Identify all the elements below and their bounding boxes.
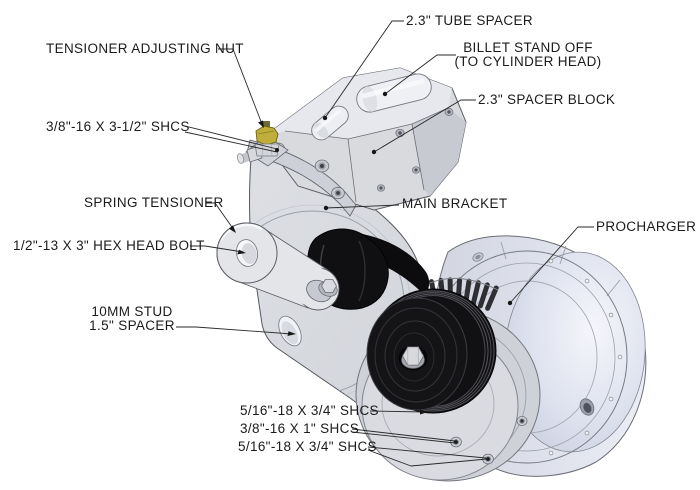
callout-main-bracket: MAIN BRACKET [402, 196, 508, 211]
callout-spacer-block: 2.3" SPACER BLOCK [478, 92, 616, 107]
leader-arrows [229, 120, 428, 415]
spring-tensioner-arm [216, 222, 340, 311]
callout-shcs-5-16-b: 5/16"-18 X 3/4" SHCS [238, 439, 377, 454]
callout-procharger: PROCHARGER [596, 219, 697, 234]
callout-shcs-3-8-16-x-3-1-2: 3/8"-16 X 3-1/2" SHCS [46, 119, 190, 134]
leader-shcs-long-a [184, 125, 278, 150]
pulley-nut [402, 346, 424, 366]
leader-hex-bolt [190, 245, 244, 253]
spacer-block [261, 67, 467, 211]
leader-shcs-b-1 [367, 446, 487, 459]
callout-shcs-3-8-16-x-1: 3/8"-16 X 1" SHCS [240, 421, 360, 436]
callout-shcs-5-16-a: 5/16"-18 X 3/4" SHCS [240, 403, 379, 418]
housing-hole [472, 252, 484, 262]
leader-stud-spacer [176, 326, 293, 335]
callout-billet-stand-off: BILLET STAND OFF (TO CYLINDER HEAD) [454, 40, 602, 69]
leader-lines [176, 20, 594, 467]
leader-shcs-long-b [184, 131, 278, 153]
callout-tube-spacer: 2.3" TUBE SPACER [406, 13, 533, 28]
idler-bolt [321, 279, 337, 293]
block-screws [377, 108, 454, 192]
leader-dots [275, 91, 513, 461]
leader-tube-spacer [324, 20, 404, 119]
housing-port [579, 398, 595, 416]
callout-spring-tensioner: SPRING TENSIONER [84, 195, 224, 210]
leader-shcs-a [369, 410, 425, 413]
leader-shcs-b-3 [410, 458, 488, 467]
arm-hole [235, 239, 259, 267]
leader-spacer-block [373, 99, 476, 153]
tube-spacer [311, 105, 349, 141]
leader-tensioner-nut [218, 48, 263, 125]
callout-stud-spacer: 10MM STUD 1.5" SPACER [89, 304, 175, 333]
billet-standoff [356, 73, 432, 113]
callout-tensioner-adjusting-nut: TENSIONER ADJUSTING NUT [46, 41, 244, 56]
callout-hex-head-bolt: 1/2"-13 X 3" HEX HEAD BOLT [13, 238, 205, 253]
drive-pulley [366, 288, 497, 414]
leader-shcs-38-1-b [351, 431, 456, 444]
leader-shcs-38-1-a [351, 428, 456, 442]
leader-main-bracket [325, 204, 400, 209]
leader-spring-tensioner [206, 202, 235, 231]
leader-procharger [509, 226, 594, 304]
leader-billet-standoff [384, 54, 456, 95]
leader-shcs-b-2 [367, 449, 412, 467]
